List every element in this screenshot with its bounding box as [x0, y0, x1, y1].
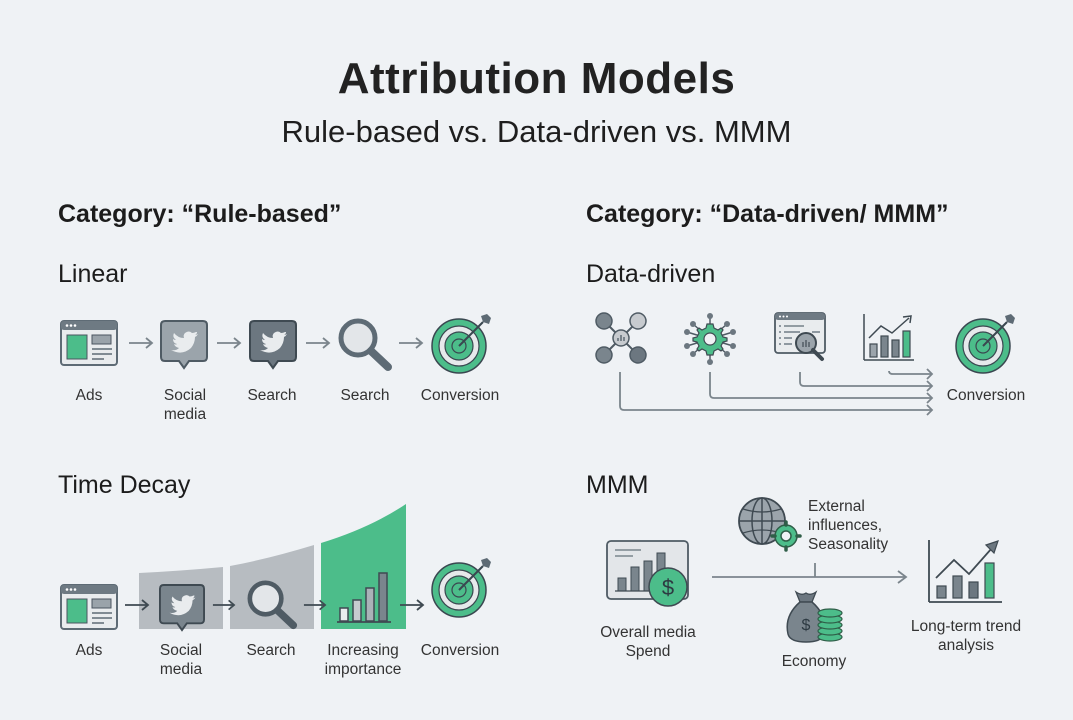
step-label: Social media	[159, 642, 203, 678]
data-driven-heading: Data-driven	[586, 260, 716, 288]
linear-heading: Linear	[58, 260, 128, 288]
target-icon	[431, 558, 491, 618]
arrow-right-icon	[399, 337, 424, 349]
arrow-right-icon	[400, 599, 425, 611]
step-label: Search	[246, 642, 296, 659]
bar-chart-icon	[337, 572, 391, 623]
media-spend-icon: $	[606, 540, 689, 607]
step-label: Social media	[163, 387, 207, 423]
arrow-right-icon	[212, 599, 236, 611]
page-title: Attribution Models	[337, 54, 736, 103]
social-bubble-icon	[159, 584, 205, 632]
social-bubble-icon	[160, 320, 208, 370]
long-term-trend-icon	[928, 540, 1002, 603]
step-label: Conversion	[420, 387, 500, 404]
conversion-label: Conversion	[946, 387, 1026, 404]
network-nodes-icon	[595, 312, 647, 364]
magnifier-icon	[247, 580, 298, 630]
money-bag-icon: $	[786, 590, 843, 643]
category-data-driven-heading: Category: “Data-driven/ MMM”	[586, 200, 949, 228]
step-label: Ads	[75, 387, 103, 404]
arrow-right-icon	[303, 599, 327, 611]
target-icon	[431, 314, 491, 374]
time-decay-heading: Time Decay	[58, 471, 191, 499]
step-label: Search	[247, 387, 297, 404]
trend-chart-icon	[863, 314, 914, 361]
gear-network-icon	[684, 313, 736, 365]
mmm-heading: MMM	[586, 471, 649, 499]
browser-ad-icon	[60, 320, 118, 366]
target-icon	[955, 314, 1015, 374]
media-spend-label: Overall media Spend	[600, 624, 696, 660]
step-label: Ads	[75, 642, 103, 659]
svg-text:$: $	[662, 575, 674, 600]
long-term-trend-label: Long-term trend analysis	[910, 618, 1022, 654]
step-label: Search	[340, 387, 390, 404]
step-label: Conversion	[420, 642, 500, 659]
svg-text:$: $	[802, 617, 811, 634]
arrow-right-icon	[217, 337, 242, 349]
arrow-right-icon	[129, 337, 154, 349]
browser-ad-icon	[60, 584, 118, 630]
globe-gear-icon	[738, 497, 802, 552]
page-subtitle: Rule-based vs. Data-driven vs. MMM	[281, 114, 792, 149]
external-influences-label: External influences, Seasonality	[808, 498, 889, 553]
social-bubble-dark-icon	[249, 320, 297, 370]
step-label: Increasing importance	[324, 642, 402, 678]
economy-label: Economy	[781, 653, 847, 670]
magnifier-icon	[338, 318, 392, 371]
analytics-window-icon	[774, 312, 826, 361]
arrow-right-icon	[125, 599, 150, 611]
arrow-right-icon	[306, 337, 331, 349]
category-rule-based-heading: Category: “Rule-based”	[58, 200, 342, 228]
